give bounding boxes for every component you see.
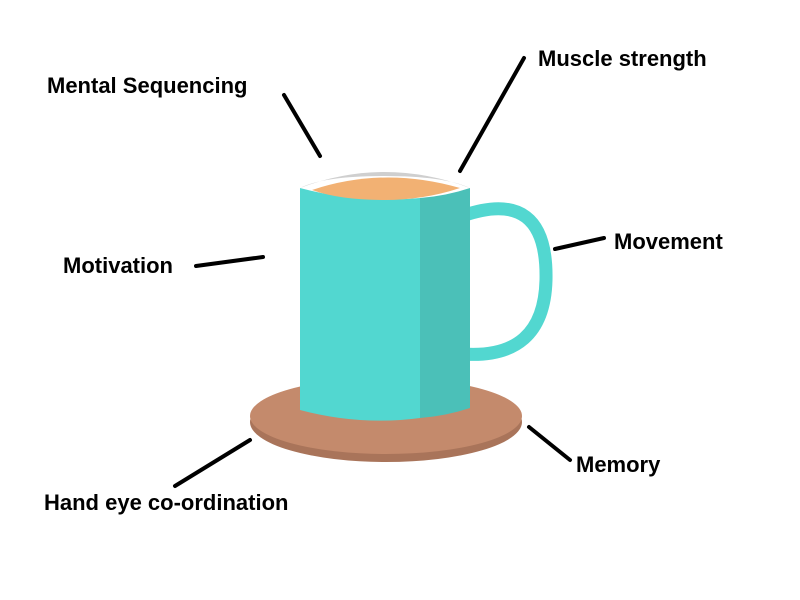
mug-rim [300, 172, 470, 188]
label-muscle-strength: Muscle strength [538, 46, 707, 71]
tea-surface [312, 177, 460, 200]
label-movement: Movement [614, 229, 723, 254]
mug-handle [455, 202, 553, 361]
mug-front [300, 188, 420, 421]
leader-line-movement [553, 236, 606, 251]
leader-line-hand-eye [173, 438, 252, 488]
leader-line-mental-sequencing [282, 93, 322, 158]
leader-line-motivation [194, 255, 265, 268]
leader-line-muscle-strength [458, 56, 526, 173]
label-hand-eye-coordination: Hand eye co-ordination [44, 490, 289, 515]
label-mental-sequencing: Mental Sequencing [47, 73, 248, 98]
label-memory: Memory [576, 452, 661, 477]
label-motivation: Motivation [63, 253, 173, 278]
leader-line-memory [527, 425, 572, 462]
mug-side [420, 188, 470, 418]
leader-lines [173, 56, 606, 488]
